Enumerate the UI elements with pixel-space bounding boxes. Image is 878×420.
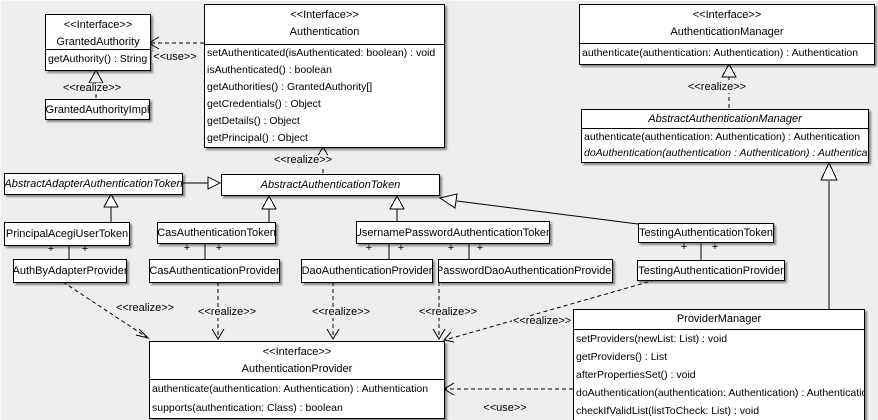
generalization-principalacegi-to-abstractadapter — [103, 192, 119, 222]
member: afterPropertiesSet() : void — [576, 369, 696, 381]
association-plus: + — [476, 242, 484, 254]
class-granted-authority[interactable]: <<Interface>> GrantedAuthority getAuthor… — [45, 14, 151, 71]
class-name: AbstractAdapterAuthenticationToken — [4, 178, 183, 190]
realize-authbyadapter-to-authprovider — [62, 281, 150, 339]
class-name: PasswordDaoAuthenticationProvider — [438, 265, 613, 277]
class-name: GrantedAuthorityImpl — [45, 103, 150, 116]
member: getPrincipal() : Object — [207, 132, 308, 144]
association-plus: + — [47, 243, 55, 255]
realize-testingprovider-to-authprovider — [443, 279, 656, 343]
class-cas-authentication-token[interactable]: CasAuthenticationToken — [157, 222, 276, 244]
use-authentication-to-grantedauthority — [148, 36, 204, 50]
realize-label: <<realize>> — [196, 306, 258, 318]
member: authenticate(authentication: Authenticat… — [584, 131, 861, 143]
class-name: CasAuthenticationProvider — [149, 265, 280, 277]
realize-label: <<realize>> — [310, 306, 372, 318]
class-principal-acegi-user-token[interactable]: PrincipalAcegiUserToken — [4, 222, 130, 246]
class-abstract-authentication-token[interactable]: AbstractAuthenticationToken — [221, 174, 440, 196]
class-name: PrincipalAcegiUserToken — [5, 228, 129, 240]
realize-label: <<realize>> — [61, 82, 123, 94]
class-name: TestingAuthenticationToken — [639, 227, 773, 239]
member: authenticate(authentication: Authenticat… — [582, 47, 859, 59]
class-abstract-adapter-authentication-token[interactable]: AbstractAdapterAuthenticationToken — [4, 173, 183, 195]
association-plus: + — [365, 242, 373, 254]
class-password-dao-authentication-provider[interactable]: PasswordDaoAuthenticationProvider — [438, 259, 613, 283]
member: doAuthentication(authentication: Authent… — [576, 387, 864, 399]
class-name: CasAuthenticationToken — [157, 227, 276, 239]
association-plus: + — [397, 242, 405, 254]
association-plus: + — [680, 241, 688, 253]
member: setProviders(newList: List) : void — [576, 333, 728, 345]
class-username-password-authentication-token[interactable]: UsernamePasswordAuthenticationToken — [356, 221, 550, 244]
association-plus: + — [215, 242, 223, 254]
class-name: ProviderManager — [676, 313, 762, 325]
class-name: AuthByAdapterProvider — [13, 265, 127, 277]
realize-label: <<realize>> — [272, 154, 334, 166]
class-name: TestingAuthenticationProvider — [638, 264, 784, 277]
member: setAuthenticated(isAuthenticated: boolea… — [207, 47, 436, 59]
realize-label: <<realize>> — [114, 302, 176, 314]
class-dao-authentication-provider[interactable]: DaoAuthenticationProvider — [301, 259, 433, 283]
stereotype: <<Interface>> — [63, 19, 133, 31]
class-name: AbstractAuthenticationManager — [648, 113, 802, 125]
class-authentication-manager[interactable]: <<Interface>> AuthenticationManager auth… — [579, 4, 875, 65]
member: getCredentials() : Object — [207, 98, 321, 110]
realize-label: <<realize>> — [511, 315, 573, 327]
class-cas-authentication-provider[interactable]: CasAuthenticationProvider — [149, 259, 280, 283]
member: getProviders() : List — [576, 351, 668, 363]
class-name: AuthenticationProvider — [241, 363, 353, 375]
class-authentication-provider[interactable]: <<Interface>> AuthenticationProvider aut… — [149, 341, 445, 419]
member: authenticate(authentication: Authenticat… — [152, 383, 429, 395]
class-name: DaoAuthenticationProvider — [301, 265, 433, 277]
class-testing-authentication-token[interactable]: TestingAuthenticationToken — [638, 223, 774, 243]
class-granted-authority-impl[interactable]: GrantedAuthorityImpl — [45, 99, 150, 120]
class-name: GrantedAuthority — [56, 36, 140, 48]
member: isAuthenticated() : boolean — [207, 64, 332, 76]
class-provider-manager[interactable]: ProviderManager setProviders(newList: Li… — [573, 309, 865, 420]
class-abstract-authentication-manager[interactable]: AbstractAuthenticationManager authentica… — [581, 109, 869, 163]
generalization-testingtoken-to-abstracttoken — [438, 193, 639, 225]
association-plus: + — [183, 242, 191, 254]
association-plus: + — [447, 242, 455, 254]
member: doAuthentication(authentication : Authen… — [584, 147, 868, 159]
realize-label: <<realize>> — [686, 81, 748, 93]
generalization-providermanager-to-abstractmanager — [820, 161, 838, 309]
association-token-provider-lines — [68, 241, 702, 260]
class-authentication[interactable]: <<Interface>> Authentication setAuthenti… — [204, 4, 445, 148]
member: getAuthorities() : GrantedAuthority[] — [207, 81, 373, 93]
class-name: AuthenticationManager — [670, 26, 784, 38]
realize-label: <<realize>> — [417, 306, 479, 318]
member: checkIfValidList(listToCheck: List) : vo… — [576, 405, 760, 417]
stereotype: <<Interface>> — [692, 9, 762, 21]
class-name: Authentication — [289, 26, 360, 38]
member: getDetails() : Object — [207, 115, 300, 127]
class-name: UsernamePasswordAuthenticationToken — [356, 226, 550, 239]
class-testing-authentication-provider[interactable]: TestingAuthenticationProvider — [637, 260, 785, 281]
generalization-usernamepassword-to-abstracttoken — [389, 194, 405, 221]
class-name: AbstractAuthenticationToken — [260, 179, 401, 191]
use-providermanager-to-authprovider — [443, 382, 573, 396]
association-plus: + — [81, 243, 89, 255]
association-plus: + — [711, 241, 719, 253]
use-label: <<use>> — [152, 51, 198, 63]
member: supports(authentication: Class) : boolea… — [152, 402, 343, 414]
generalization-abstractadapter-to-abstracttoken — [182, 176, 222, 190]
class-auth-by-adapter-provider[interactable]: AuthByAdapterProvider — [13, 259, 127, 283]
stereotype: <<Interface>> — [290, 9, 359, 21]
use-label: <<use>> — [482, 402, 528, 414]
generalization-castoken-to-abstracttoken — [261, 194, 277, 222]
stereotype: <<Interface>> — [262, 346, 332, 358]
member: getAuthority() : String — [48, 53, 148, 65]
